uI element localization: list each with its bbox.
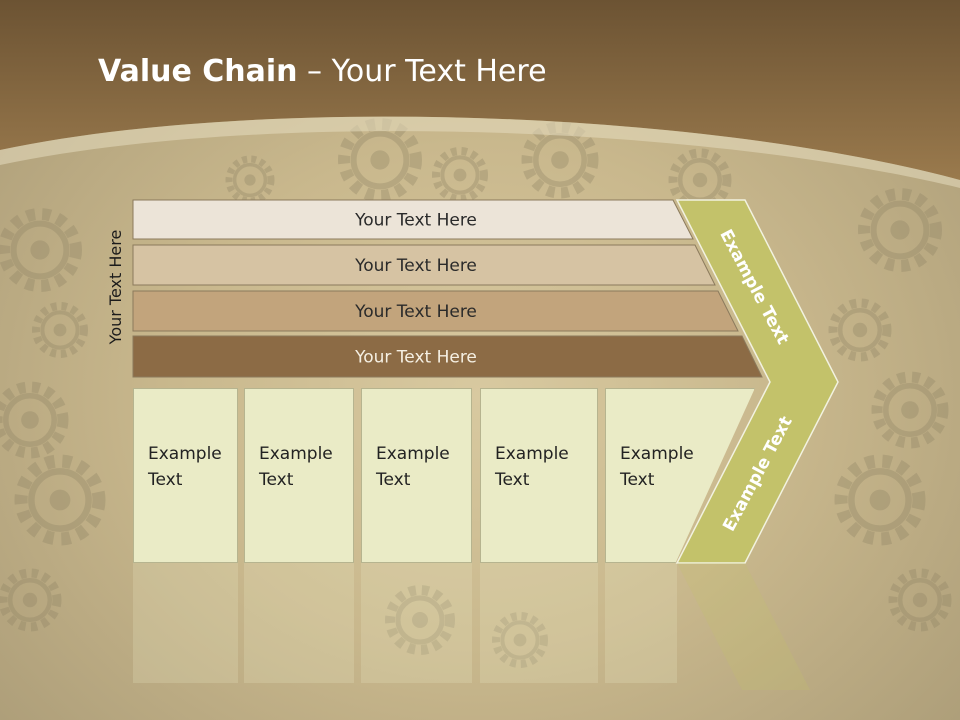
reflection — [133, 563, 810, 690]
box-line2: Text — [376, 470, 411, 490]
bar-label-4: Your Text Here — [354, 348, 477, 368]
bar-3 — [132, 290, 739, 332]
box-line1: Example — [620, 444, 694, 464]
box-line2: Text — [495, 470, 530, 490]
bar-label-2: Your Text Here — [354, 256, 477, 276]
box-line1: Example — [495, 444, 569, 464]
title-rest: – Your Text Here — [297, 54, 547, 89]
box-line2: Text — [259, 470, 294, 490]
bar-label-1: Your Text Here — [354, 211, 477, 231]
chevron: Example Text Example Text — [675, 199, 839, 564]
box-line1: Example — [259, 444, 333, 464]
box-line2: Text — [148, 470, 183, 490]
bar-1 — [132, 199, 694, 240]
box-line2: Text — [620, 470, 655, 490]
bar-label-3: Your Text Here — [354, 302, 477, 322]
header-band — [0, 0, 960, 188]
bar-2 — [132, 244, 716, 286]
box-line1: Example — [376, 444, 450, 464]
bar-4 — [132, 335, 763, 378]
page-title: Value Chain – Your Text Here — [98, 54, 547, 89]
title-bold: Value Chain — [98, 54, 298, 89]
box-line1: Example — [148, 444, 222, 464]
